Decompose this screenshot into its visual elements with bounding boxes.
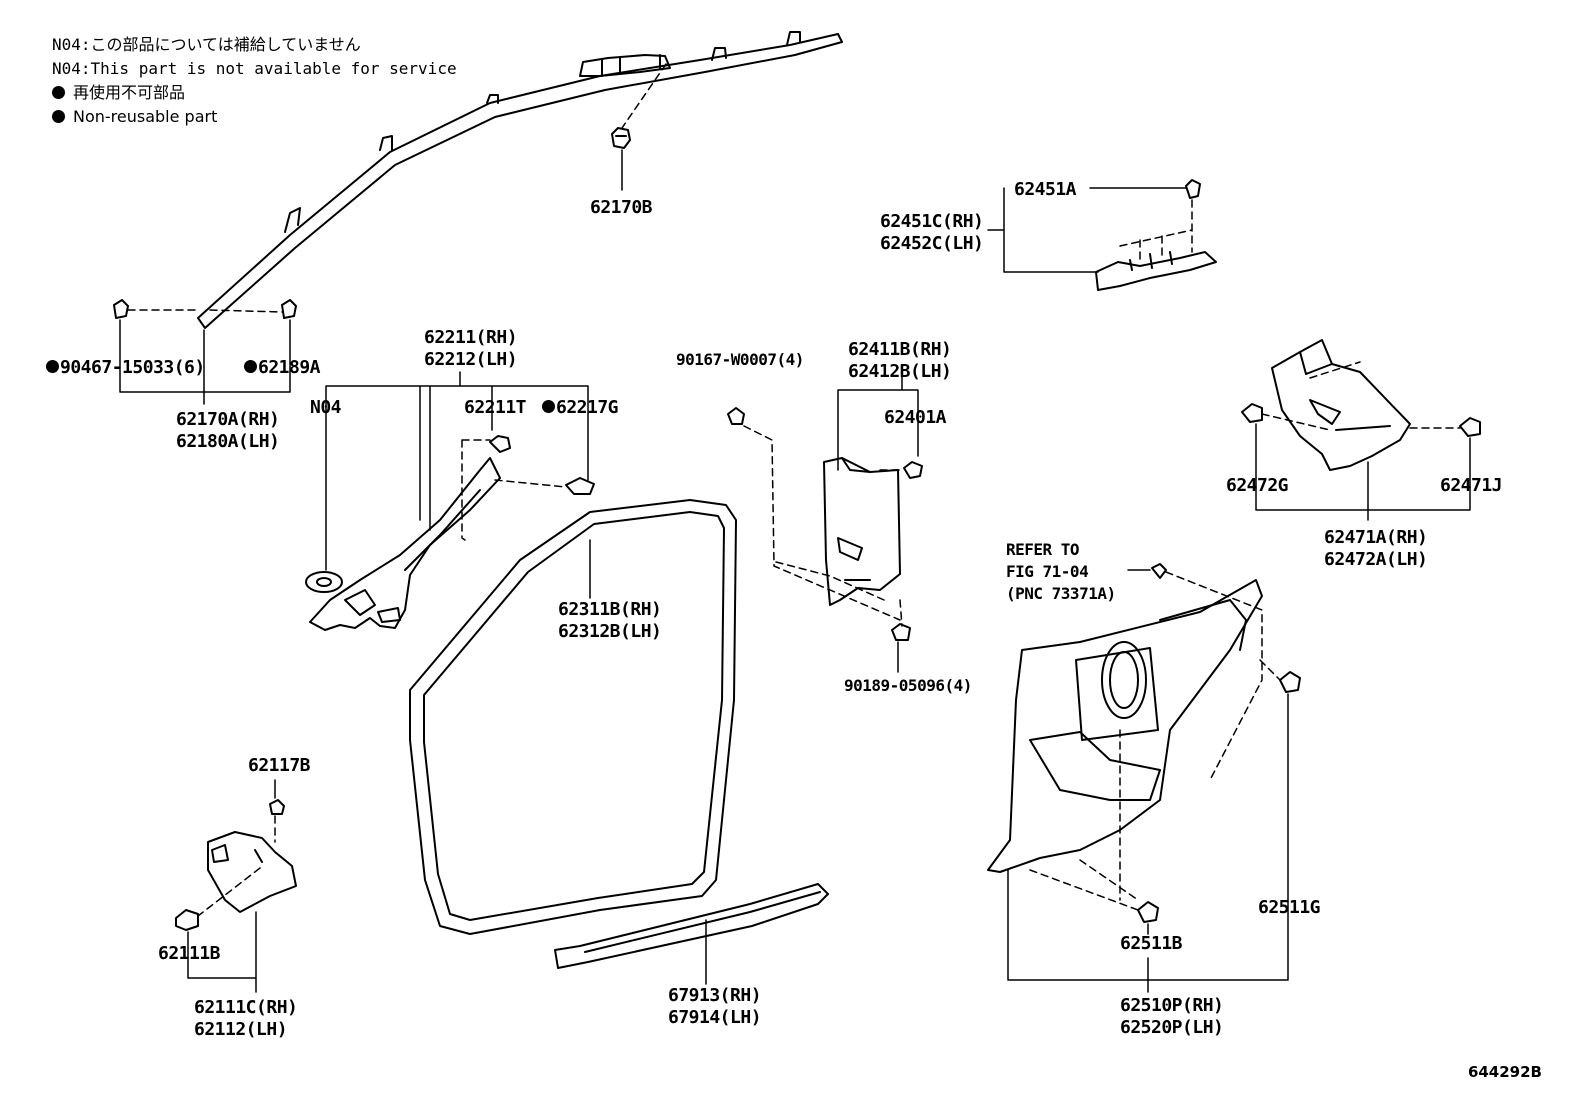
dash-62510p [1029, 571, 1281, 911]
label-n04[interactable]: N04 [310, 397, 342, 418]
label-62211[interactable]: 62211(RH) [424, 327, 518, 348]
rail-clip-dash [127, 309, 283, 313]
clip-62401a [903, 461, 923, 479]
bracket-62170a [119, 319, 291, 405]
label-67914[interactable]: 67914(LH) [668, 1007, 762, 1028]
label-90189[interactable]: 90189-05096(4) [844, 676, 972, 695]
clip-62511g [1279, 671, 1301, 693]
dash-62170b [621, 63, 667, 129]
label-62180a[interactable]: 62180A(LH) [176, 431, 280, 452]
clip-62117b [269, 799, 285, 815]
dash-62451 [1119, 199, 1193, 263]
clip-62217g [565, 477, 595, 495]
dash-62111 [197, 815, 276, 917]
bracket-62211 [325, 371, 589, 571]
bracket-62471a [1255, 423, 1471, 521]
label-62112[interactable]: 62112(LH) [194, 1019, 288, 1040]
dash-62411 [743, 425, 905, 627]
scuff-plate [554, 883, 829, 969]
label-62510p[interactable]: 62510P(RH) [1120, 995, 1224, 1016]
clip-62211t [489, 435, 511, 453]
label-62217g[interactable]: 62217G [556, 397, 619, 418]
n04-cap [305, 571, 343, 593]
label-62311b[interactable]: 62311B(RH) [558, 599, 662, 620]
label-90167[interactable]: 90167-W0007(4) [676, 350, 804, 369]
clip-90167 [727, 407, 745, 425]
label-62451c[interactable]: 62451C(RH) [880, 211, 984, 232]
label-62511g[interactable]: 62511G [1258, 897, 1321, 918]
legend: N04:この部品については補給していません N04:This part is n… [52, 33, 457, 129]
bracket-62510p [1007, 693, 1289, 993]
nonreusable-bullet-icon [52, 86, 65, 99]
clip-90189 [891, 623, 911, 641]
roof-rail-garnish [197, 31, 843, 329]
label-62401a[interactable]: 62401A [884, 407, 947, 428]
label-62189a[interactable]: 62189A [258, 357, 321, 378]
nonreusable-bullet-icon [52, 110, 65, 123]
clip-62472g [1241, 403, 1263, 423]
label-62312b[interactable]: 62312B(LH) [558, 621, 662, 642]
legend-nonreusable-en: Non-reusable part [73, 107, 218, 126]
label-refer-pnc[interactable]: (PNC 73371A) [1006, 584, 1116, 603]
label-62211t[interactable]: 62211T [464, 397, 527, 418]
label-62111b[interactable]: 62111B [158, 943, 221, 964]
front-pillar-garnish [309, 457, 501, 631]
label-62117b[interactable]: 62117B [248, 755, 311, 776]
clip-62471j [1459, 417, 1481, 437]
label-62411b[interactable]: 62411B(RH) [848, 339, 952, 360]
label-62451a[interactable]: 62451A [1014, 179, 1077, 200]
label-62511b[interactable]: 62511B [1120, 933, 1183, 954]
quarter-trim-panel [987, 579, 1263, 873]
legend-note-jp: N04:この部品については補給していません [52, 35, 361, 54]
label-62170a[interactable]: 62170A(RH) [176, 409, 280, 430]
label-62452c[interactable]: 62452C(LH) [880, 233, 984, 254]
label-62111c[interactable]: 62111C(RH) [194, 997, 298, 1018]
label-62520p[interactable]: 62520P(LH) [1120, 1017, 1224, 1038]
center-pillar-garnish [823, 457, 901, 606]
nonreusable-bullet-icon [244, 360, 257, 373]
label-refer-to: REFER TO [1006, 540, 1080, 559]
door-weatherstrip [409, 499, 737, 935]
clip-refer-73371a [1151, 563, 1167, 579]
clip-90467 [113, 299, 129, 319]
nonreusable-bullet-icon [542, 400, 555, 413]
label-62170b[interactable]: 62170B [590, 197, 653, 218]
clip-62451a [1185, 179, 1201, 199]
label-62471j[interactable]: 62471J [1440, 475, 1503, 496]
figure-id: 644292B [1467, 1063, 1542, 1081]
label-62472g[interactable]: 62472G [1226, 475, 1289, 496]
dash-62471 [1261, 361, 1461, 431]
nonreusable-bullet-icon [46, 360, 59, 373]
label-62472a[interactable]: 62472A(LH) [1324, 549, 1428, 570]
clip-62511b [1137, 901, 1159, 923]
label-refer-fig[interactable]: FIG 71-04 [1006, 562, 1089, 581]
clip-62189a [281, 299, 297, 319]
label-90467[interactable]: 90467-15033(6) [60, 357, 205, 378]
bracket-62411b [837, 375, 919, 471]
label-67913[interactable]: 67913(RH) [668, 985, 762, 1006]
bracket-62451c [987, 187, 1187, 273]
legend-note-en: N04:This part is not available for servi… [52, 59, 457, 78]
bracket-62111c [187, 911, 257, 993]
label-62412b[interactable]: 62412B(LH) [848, 361, 952, 382]
label-62471a[interactable]: 62471A(RH) [1324, 527, 1428, 548]
clip-62111b [175, 909, 199, 931]
upper-quarter-trim [1095, 251, 1217, 291]
legend-nonreusable-jp: 再使用不可部品 [73, 83, 186, 102]
dash-62211 [461, 439, 567, 541]
label-62212[interactable]: 62212(LH) [424, 349, 518, 370]
cowl-side-trim [207, 831, 297, 913]
clip-62170b [611, 127, 631, 149]
quarter-bracket [1271, 339, 1411, 471]
